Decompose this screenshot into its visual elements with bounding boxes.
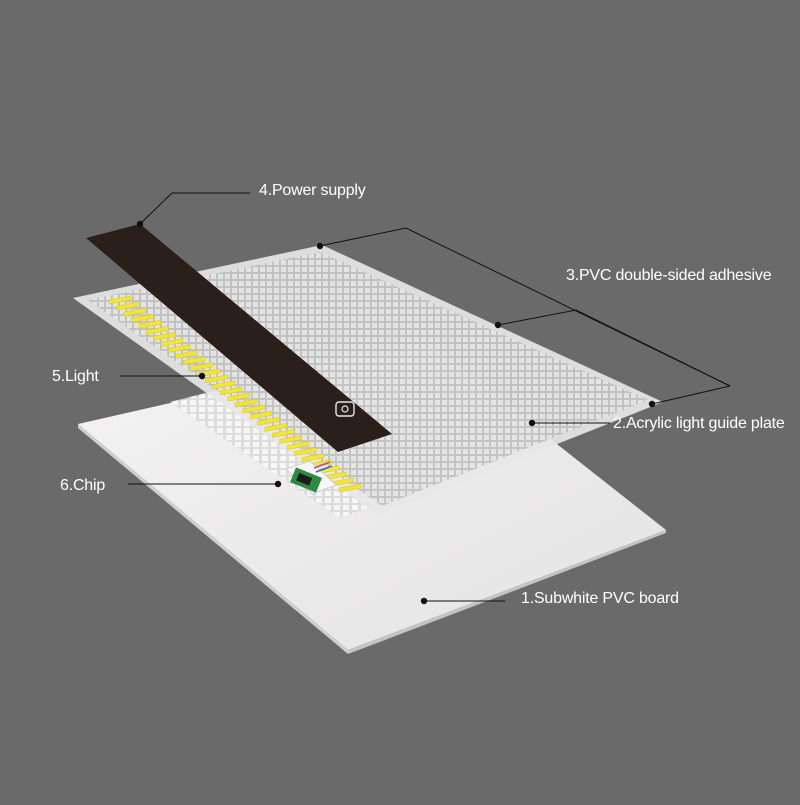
led-strip xyxy=(108,295,362,493)
led-23 xyxy=(271,429,295,438)
leader-lines xyxy=(120,192,731,602)
led-4 xyxy=(131,313,154,323)
led-11 xyxy=(182,356,206,366)
leader-dots xyxy=(136,220,656,605)
chip-die xyxy=(296,472,313,486)
led-22 xyxy=(264,422,288,432)
led-18 xyxy=(234,398,258,408)
power-supply-strip xyxy=(86,224,392,452)
led-9 xyxy=(168,344,191,353)
led-17 xyxy=(227,392,250,402)
led-24 xyxy=(279,435,302,444)
leader-adhesive-b xyxy=(497,309,731,387)
led-25 xyxy=(286,441,310,450)
label-chip: 6.Chip xyxy=(60,477,106,494)
led-3 xyxy=(123,307,147,317)
label-pvc-double-sided-adhesive: 3.PVC double-sided adhesive xyxy=(566,267,772,284)
led-8 xyxy=(160,338,184,347)
led-14 xyxy=(205,374,228,384)
led-16 xyxy=(220,386,243,396)
led-26 xyxy=(294,447,317,457)
leader-adhesive-c xyxy=(651,385,731,405)
led-32 xyxy=(338,483,362,493)
board-edge xyxy=(78,424,348,654)
power-button xyxy=(335,401,355,417)
leader-adhesive-a xyxy=(319,227,731,387)
led-7 xyxy=(153,331,176,341)
led-12 xyxy=(190,362,213,372)
led-5 xyxy=(138,319,161,329)
led-1 xyxy=(108,295,132,305)
label-light: 5.Light xyxy=(52,368,99,385)
label-subwhite-pvc-board: 1.Subwhite PVC board xyxy=(521,590,679,607)
leader-power-supply xyxy=(139,192,250,225)
led-19 xyxy=(242,404,265,414)
board-edge-right xyxy=(348,530,666,654)
led-20 xyxy=(249,410,273,420)
led-2 xyxy=(116,301,139,311)
label-power-supply: 4.Power supply xyxy=(259,182,366,199)
led-21 xyxy=(257,416,280,426)
led-6 xyxy=(145,325,169,335)
label-acrylic-light-guide-plate: 2.Acrylic light guide plate xyxy=(613,415,785,432)
chip xyxy=(285,460,337,495)
led-15 xyxy=(212,380,236,390)
led-27 xyxy=(301,453,325,463)
led-10 xyxy=(175,350,199,359)
